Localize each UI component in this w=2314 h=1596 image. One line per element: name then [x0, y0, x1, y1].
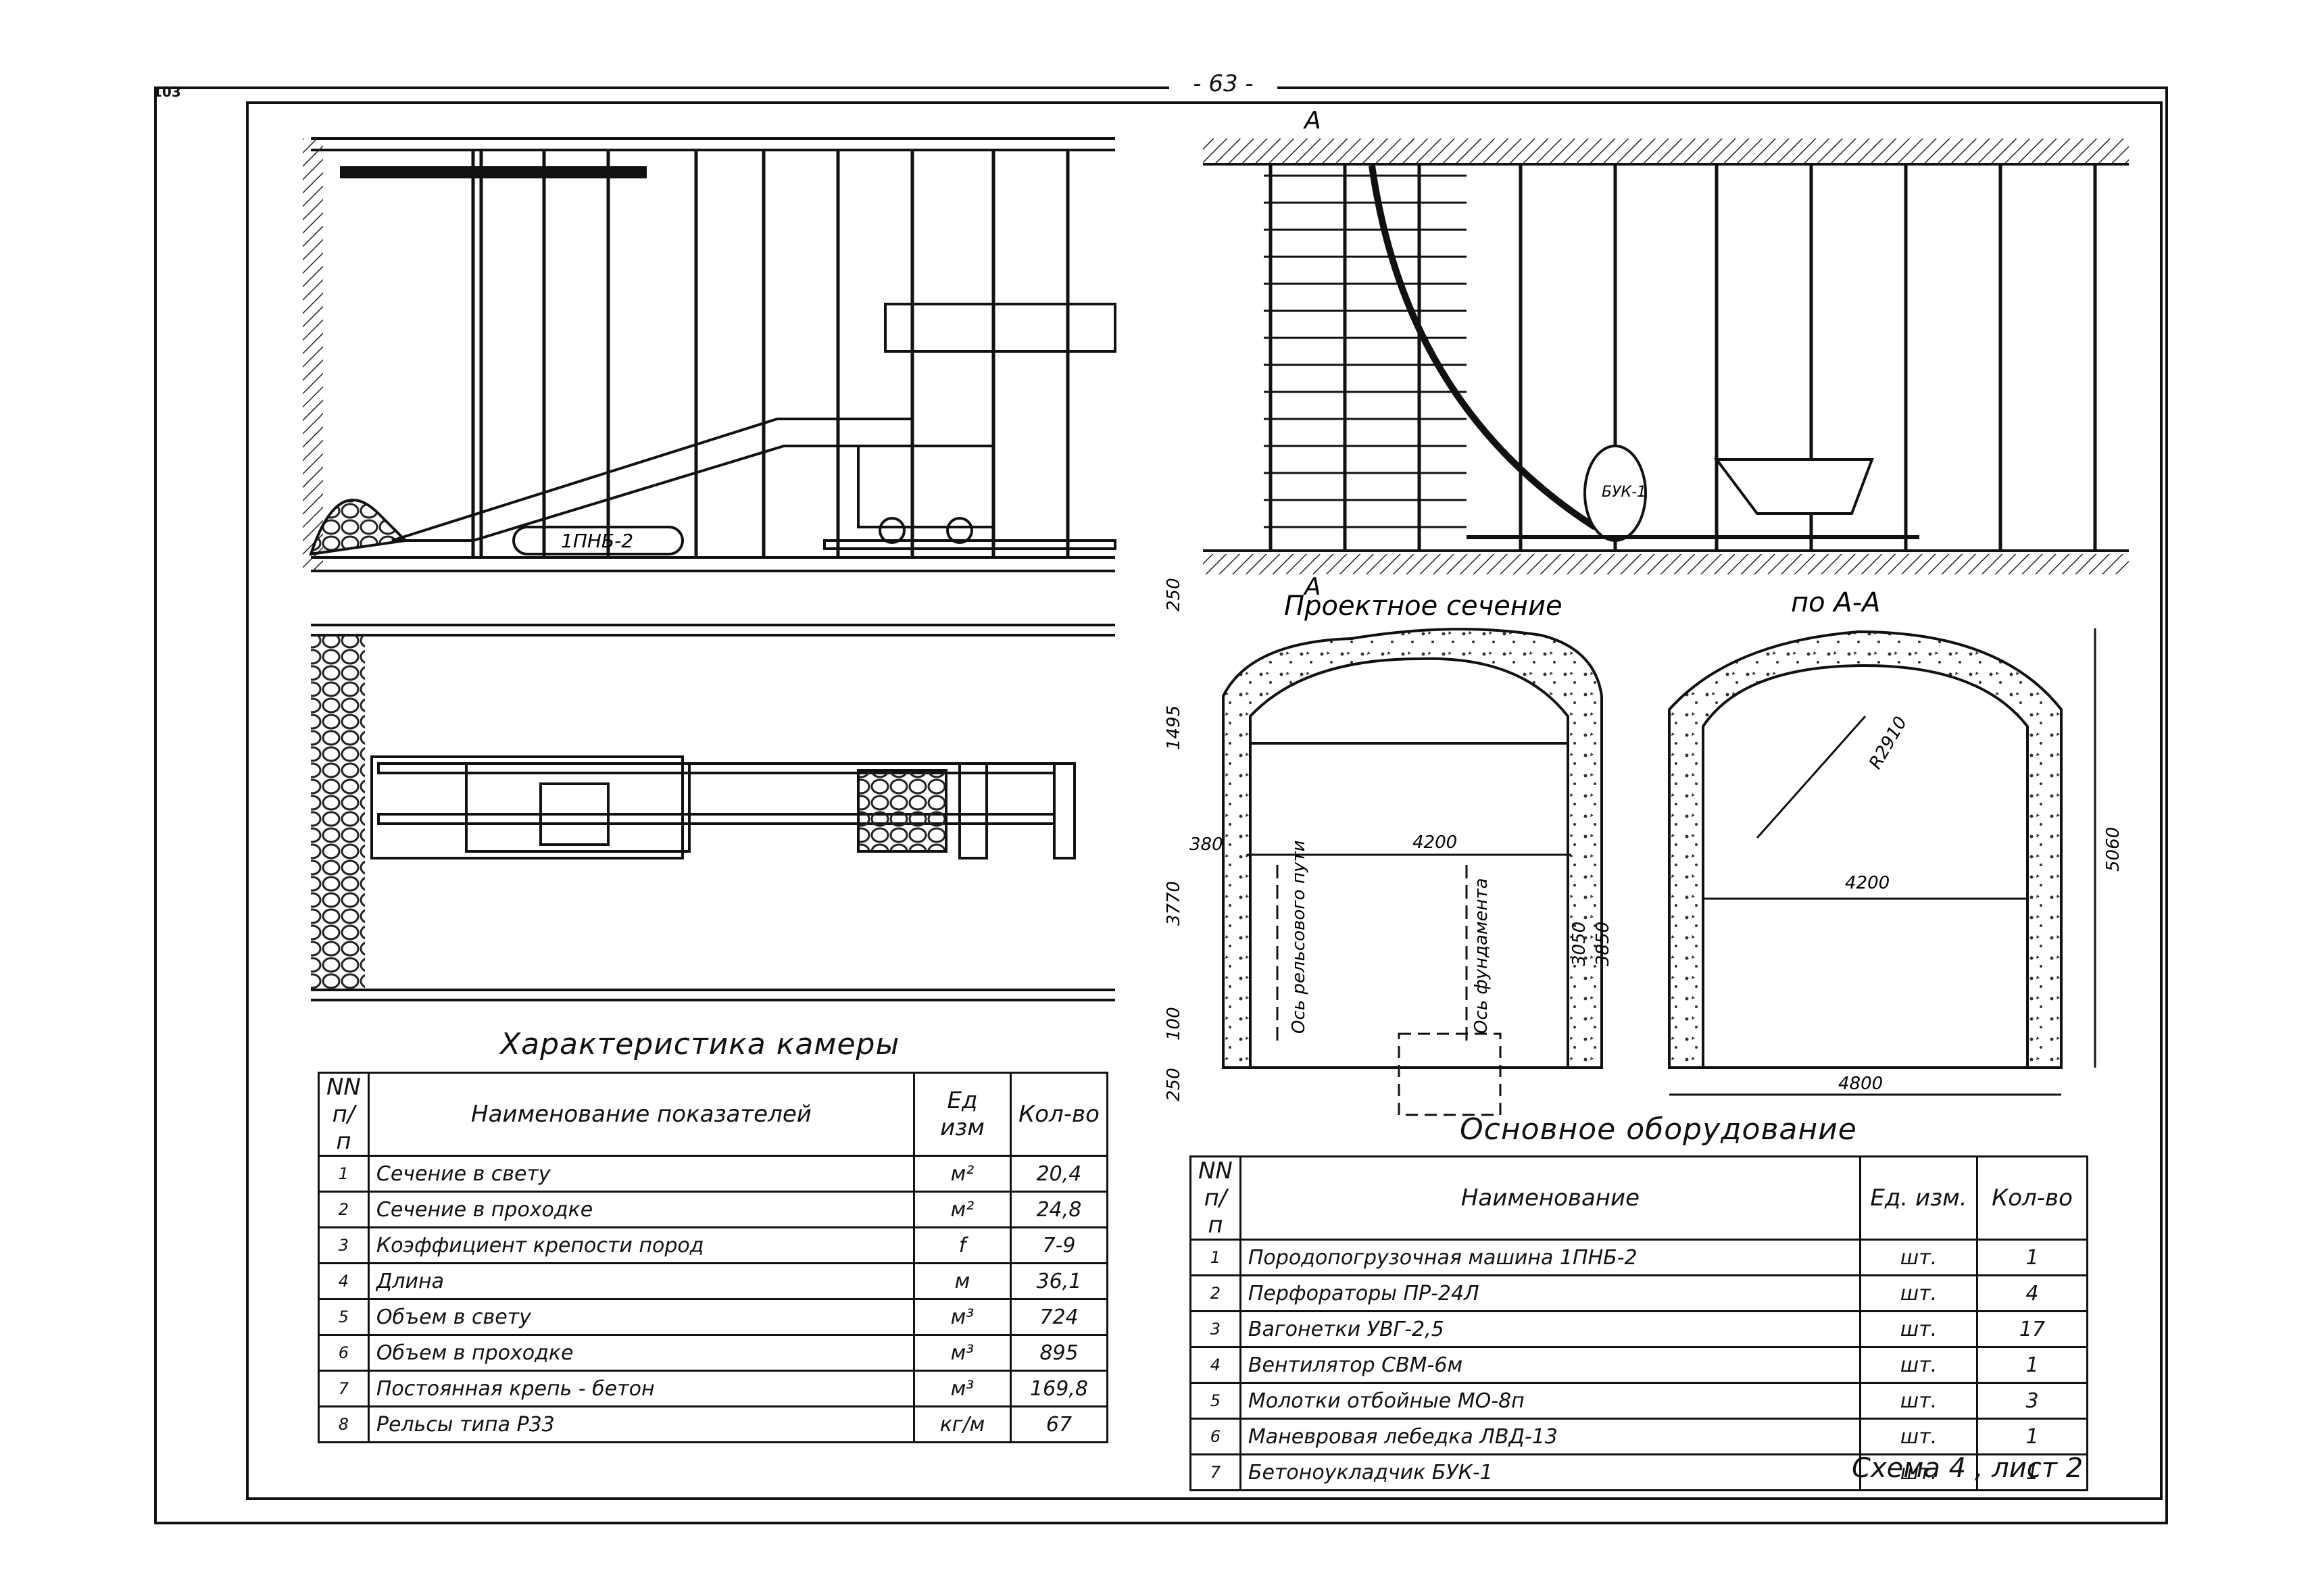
header-unit: Ед изм — [913, 1072, 1012, 1157]
page-number: - 63 - — [1169, 70, 1277, 97]
section-mark-bottom: A — [1303, 573, 1321, 601]
equipment-table-title: Основное оборудование — [1460, 1112, 1857, 1147]
section-aa-title: по А-А — [1791, 587, 1881, 618]
dim-250-bottom: 250 — [1164, 1068, 1184, 1101]
axis-rail-label: Ось рельсового пути — [1289, 841, 1309, 1034]
chamber-table-title: Характеристика камеры — [500, 1027, 900, 1062]
header-name: Наименование показателей — [367, 1072, 916, 1157]
scheme-caption: Схема 4 , лист 2 — [1852, 1453, 2084, 1484]
buk-label: БУК-1 — [1602, 484, 1646, 501]
longitudinal-view-right — [1203, 139, 2129, 574]
dim-r2910: R2910 — [1865, 714, 1911, 773]
dim-3770: 3770 — [1164, 881, 1184, 926]
dim-4200-left: 4200 — [1412, 832, 1457, 853]
machine-label: 1ПНБ-2 — [561, 530, 633, 552]
header-name: Наименование — [1239, 1155, 1862, 1241]
project-cross-section — [1222, 628, 1603, 1116]
dim-4200-right: 4200 — [1845, 873, 1890, 893]
dim-3050: 3050 — [1569, 922, 1590, 966]
chamber-table: NN п/п Наименование показателей Ед изм К… — [318, 1072, 1108, 1443]
chamber-table-header: NN п/п Наименование показателей Ед изм К… — [318, 1072, 1108, 1157]
plan-view-left — [311, 624, 1115, 1001]
dim-100: 100 — [1164, 1007, 1184, 1041]
header-qty: Кол-во — [1976, 1155, 2088, 1241]
dim-250-top: 250 — [1164, 578, 1184, 612]
drawing-frame — [246, 101, 2163, 1500]
dim-3850: 3850 — [1593, 922, 1613, 966]
section-mark-top: A — [1303, 107, 1321, 134]
equipment-table-header: NN п/п Наименование Ед. изм. Кол-во — [1189, 1155, 2088, 1241]
header-num: NN п/п — [318, 1072, 370, 1157]
header-unit: Ед. изм. — [1859, 1155, 1978, 1241]
axis-foundation-label: Ось фундамента — [1471, 878, 1492, 1034]
longitudinal-view-left — [303, 137, 1116, 572]
header-qty: Кол-во — [1010, 1072, 1108, 1157]
dim-4800: 4800 — [1838, 1074, 1883, 1094]
header-num: NN п/п — [1189, 1155, 1241, 1241]
sheet-border — [154, 86, 2168, 1524]
dim-1495: 1495 — [1164, 705, 1184, 750]
dim-5060: 5060 — [2103, 827, 2123, 872]
corner-mark: 103 — [153, 84, 181, 100]
project-section-title: Проектное сечение — [1284, 591, 1562, 622]
section-aa — [1668, 628, 2096, 1096]
dim-380: 380 — [1189, 834, 1223, 855]
